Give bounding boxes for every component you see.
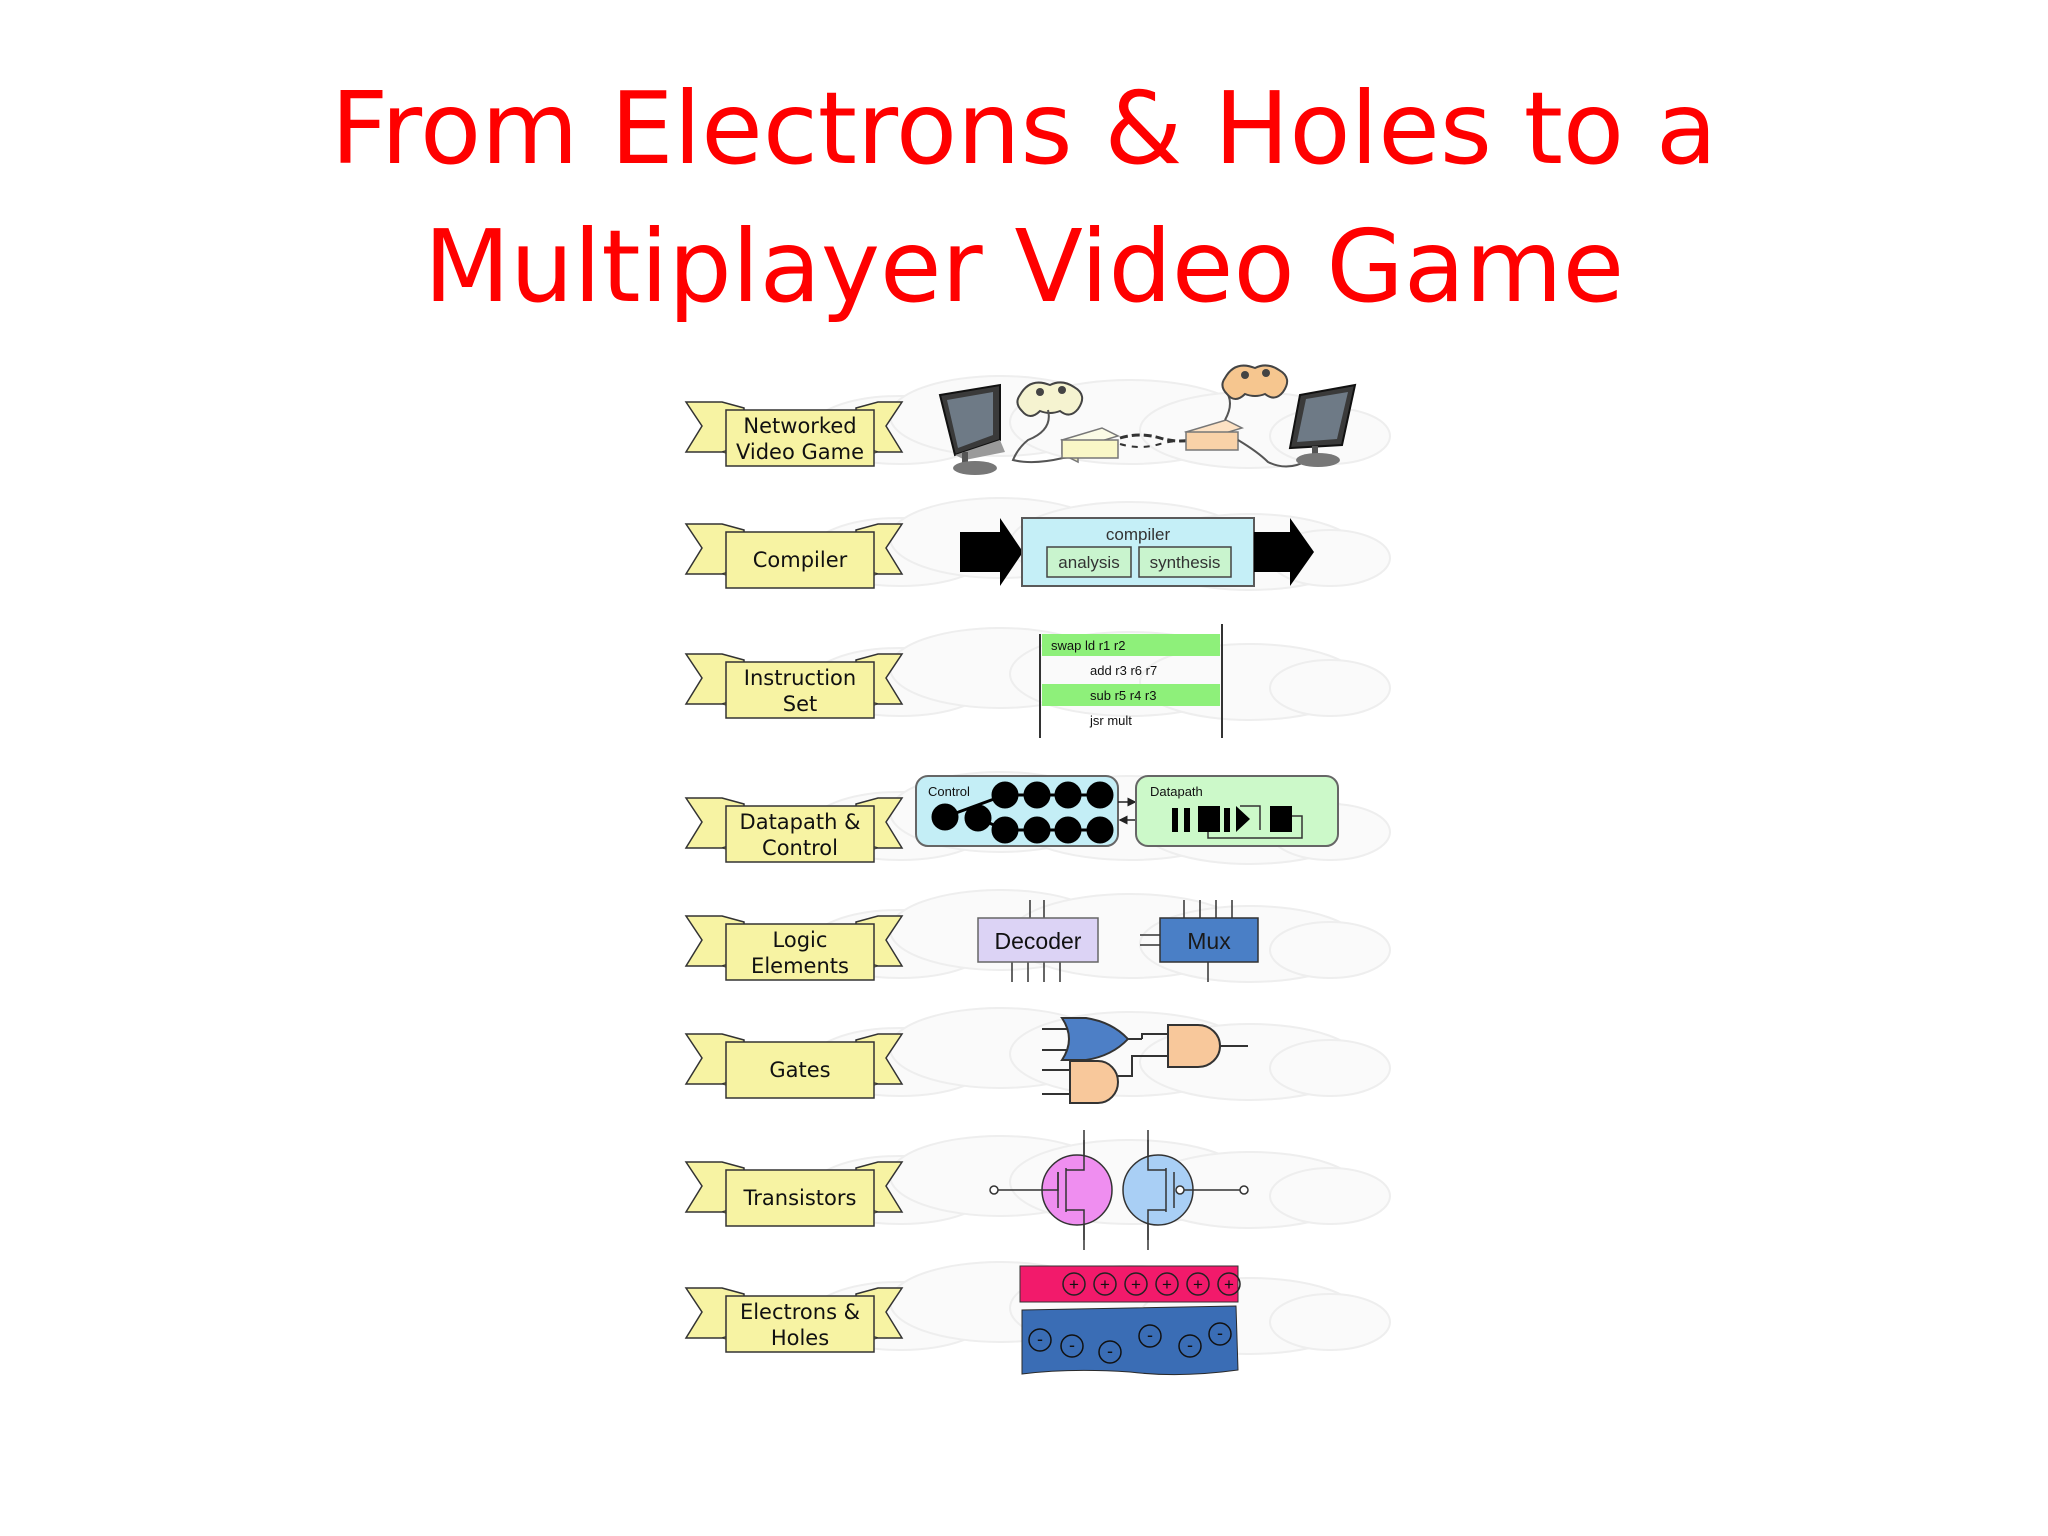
svg-text:-: - bbox=[1187, 1335, 1193, 1355]
datapath-label: Datapath bbox=[1150, 784, 1203, 799]
banner-gates: Gates bbox=[684, 1033, 904, 1099]
datapath-blocks-icon bbox=[1172, 805, 1303, 839]
decoder-box bbox=[977, 917, 1099, 963]
networked-game-illustration bbox=[938, 364, 1357, 475]
svg-text:+: + bbox=[1100, 1275, 1110, 1294]
banner-label-electrons-holes-2: Holes bbox=[771, 1326, 829, 1350]
console-right-icon bbox=[1183, 419, 1245, 451]
banner-label-compiler-1: Compiler bbox=[753, 548, 848, 572]
electron-symbol: - bbox=[1098, 1340, 1122, 1364]
output-arrow-icon bbox=[1254, 518, 1314, 586]
electron-symbol: - bbox=[1138, 1324, 1162, 1348]
gates-illustration bbox=[1042, 1017, 1248, 1104]
gamepad-left-icon bbox=[1016, 381, 1084, 417]
synthesis-label: synthesis bbox=[1150, 553, 1221, 572]
control-label: Control bbox=[928, 784, 970, 799]
console-left-icon bbox=[1059, 427, 1121, 464]
banner-label-transistors-1: Transistors bbox=[743, 1186, 857, 1210]
and-gate-bottom-icon bbox=[1069, 1060, 1119, 1104]
hole-symbol: + bbox=[1217, 1272, 1241, 1296]
hole-symbol: + bbox=[1124, 1272, 1148, 1296]
electron-symbols: ------ bbox=[1028, 1322, 1232, 1364]
monitor-left-icon bbox=[938, 383, 1005, 475]
decoder-label: Decoder bbox=[995, 928, 1082, 954]
network-cable bbox=[1119, 433, 1201, 443]
svg-text:-: - bbox=[1217, 1323, 1223, 1343]
semiconductor-illustration: + + + + + + - - - - - - bbox=[1019, 1265, 1241, 1376]
hole-symbols: + + + + + + bbox=[1062, 1272, 1241, 1296]
hole-symbol: + bbox=[1062, 1272, 1086, 1296]
banner-label-gates-1: Gates bbox=[769, 1058, 830, 1082]
mux-label: Mux bbox=[1187, 928, 1231, 954]
analysis-label: analysis bbox=[1058, 553, 1119, 572]
hole-symbol: + bbox=[1155, 1272, 1179, 1296]
instruction-line-1: swap ld r1 r2 bbox=[1051, 638, 1125, 653]
instruction-highlight-3 bbox=[1042, 684, 1220, 706]
banner-label-instruction-set-1: Instruction bbox=[744, 666, 856, 690]
banner-label-electrons-holes-1: Electrons & bbox=[740, 1300, 860, 1324]
banner-electrons-holes: Electrons &Holes bbox=[684, 1287, 904, 1353]
and-gate-top-icon bbox=[1167, 1024, 1221, 1068]
state-machine-icon bbox=[931, 781, 1114, 844]
banner-label-instruction-set-2: Set bbox=[783, 692, 817, 716]
electron-symbol: - bbox=[1028, 1328, 1052, 1352]
instruction-line-2: add r3 r6 r7 bbox=[1090, 663, 1157, 678]
analysis-box bbox=[1046, 546, 1132, 578]
instruction-set-illustration: swap ld r1 r2 add r3 r6 r7 sub r5 r4 r3 … bbox=[1039, 624, 1223, 738]
svg-text:-: - bbox=[1037, 1329, 1043, 1349]
banner-label-networked-video-game-2: Video Game bbox=[736, 440, 864, 464]
electron-symbol: - bbox=[1208, 1322, 1232, 1346]
svg-text:+: + bbox=[1069, 1275, 1079, 1294]
n-type-region bbox=[1021, 1305, 1239, 1376]
synthesis-box bbox=[1138, 546, 1232, 578]
svg-text:-: - bbox=[1147, 1325, 1153, 1345]
input-arrow-icon bbox=[960, 518, 1023, 586]
instruction-line-4: jsr mult bbox=[1089, 713, 1132, 728]
or-gate-icon bbox=[1060, 1017, 1130, 1061]
hole-symbol: + bbox=[1093, 1272, 1117, 1296]
cloud-5 bbox=[809, 889, 1391, 983]
banner-label-networked-video-game-1: Networked bbox=[743, 414, 856, 438]
slide-title: From Electrons & Holes to a Multiplayer … bbox=[0, 60, 2048, 336]
banner-label-logic-elements-2: Elements bbox=[751, 954, 849, 978]
datapath-control-illustration: Control Datapath bbox=[915, 775, 1339, 847]
svg-text:-: - bbox=[1069, 1335, 1075, 1355]
banner-datapath-control: Datapath &Control bbox=[684, 797, 904, 863]
compiler-illustration: compiler analysis synthesis bbox=[960, 517, 1314, 587]
electron-symbol: - bbox=[1178, 1334, 1202, 1358]
svg-text:+: + bbox=[1131, 1275, 1141, 1294]
title-line-2: Multiplayer Video Game bbox=[423, 208, 1625, 325]
banner-transistors: Transistors bbox=[684, 1161, 904, 1227]
mux-box bbox=[1159, 917, 1259, 963]
banner-label-logic-elements-1: Logic bbox=[773, 928, 828, 952]
instruction-highlight-1 bbox=[1042, 634, 1220, 656]
monitor-right-icon bbox=[1288, 383, 1357, 467]
svg-text:+: + bbox=[1193, 1275, 1203, 1294]
svg-text:+: + bbox=[1162, 1275, 1172, 1294]
gamepad-right-icon bbox=[1221, 364, 1289, 400]
svg-text:-: - bbox=[1107, 1341, 1113, 1361]
instruction-line-3: sub r5 r4 r3 bbox=[1090, 688, 1156, 703]
electron-symbol: - bbox=[1060, 1334, 1084, 1358]
banner-compiler: Compiler bbox=[684, 523, 904, 589]
banner-label-datapath-control-1: Datapath & bbox=[740, 810, 861, 834]
compiler-box-title: compiler bbox=[1106, 525, 1171, 544]
logic-elements-illustration: Decoder Mux bbox=[977, 900, 1259, 982]
banner-label-datapath-control-2: Control bbox=[762, 836, 838, 860]
svg-text:+: + bbox=[1224, 1275, 1234, 1294]
hole-symbol: + bbox=[1186, 1272, 1210, 1296]
p-type-region bbox=[1019, 1265, 1239, 1303]
title-line-1: From Electrons & Holes to a bbox=[330, 70, 1718, 187]
transistors-illustration bbox=[989, 1130, 1249, 1250]
